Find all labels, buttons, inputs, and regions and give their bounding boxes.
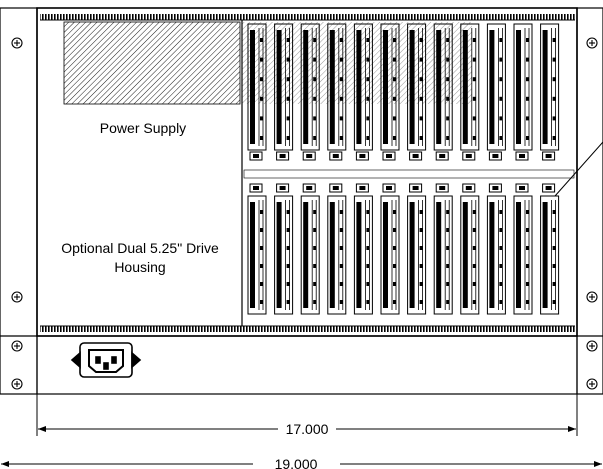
drive-housing-label-line2: Housing: [114, 259, 165, 275]
circle-plus-icon: [586, 37, 598, 49]
card-slot: [274, 23, 294, 161]
card-slot: [353, 183, 373, 315]
card-slot: [460, 23, 480, 161]
card-slot: [486, 183, 506, 315]
rack-holes: [11, 37, 598, 390]
inner-width-dimension: 17.000: [286, 421, 329, 437]
card-slot: [300, 183, 320, 315]
circle-plus-icon: [586, 340, 598, 352]
circle-plus-icon: [11, 291, 23, 303]
card-slot: [407, 183, 427, 315]
circle-plus-icon: [586, 378, 598, 390]
front-panel: [36, 335, 578, 395]
card-slot: [433, 23, 453, 161]
card-cage: [243, 23, 575, 315]
card-slot: [513, 183, 533, 315]
card-slot: [353, 23, 373, 161]
top-vent-rail: [40, 14, 575, 20]
power-supply-block: [63, 21, 241, 105]
card-slot: [247, 23, 267, 161]
leader-line: [554, 141, 603, 197]
card-slot: [460, 183, 480, 315]
card-slot: [274, 183, 294, 315]
dimension-lines: [1, 394, 602, 467]
card-slot: [327, 183, 347, 315]
power-inlet-icon: [70, 342, 142, 378]
backplane-strip: [243, 169, 575, 179]
circle-plus-icon: [11, 378, 23, 390]
card-slot: [407, 23, 427, 161]
card-slot: [300, 23, 320, 161]
outer-width-dimension: 19.000: [275, 456, 318, 469]
card-slot: [247, 183, 267, 315]
card-slot: [513, 23, 533, 161]
card-slot: [380, 23, 400, 161]
circle-plus-icon: [11, 340, 23, 352]
card-slot: [327, 23, 347, 161]
power-supply-label: Power Supply: [100, 120, 186, 136]
card-slot: [380, 183, 400, 315]
card-slot: [486, 23, 506, 161]
bottom-vent-rail: [40, 326, 575, 332]
card-slot: [433, 183, 453, 315]
circle-plus-icon: [586, 291, 598, 303]
circle-plus-icon: [11, 37, 23, 49]
drive-housing-label-line1: Optional Dual 5.25" Drive: [61, 240, 219, 256]
vent-rails: [40, 14, 575, 332]
card-slot: [540, 23, 560, 161]
card-slot: [540, 183, 560, 315]
